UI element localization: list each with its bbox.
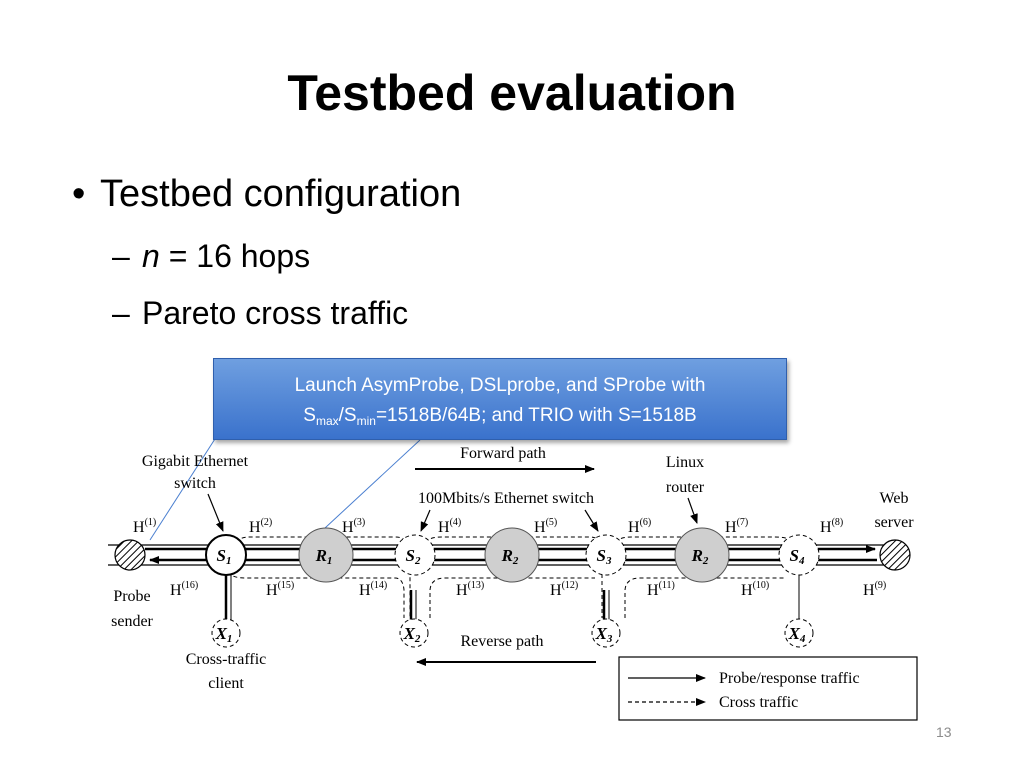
hop-label-4: H(4) bbox=[438, 517, 461, 536]
x2-label: X2 bbox=[403, 624, 421, 645]
r1-label: R1 bbox=[315, 546, 333, 567]
s2-node bbox=[394, 534, 436, 576]
linux-router-label-line2: router bbox=[666, 479, 705, 496]
node-labels: S1 R1 S2 R2 S3 R2 S4 X1 X2 X3 X4 bbox=[215, 546, 806, 645]
bullet-dot: • bbox=[72, 173, 86, 215]
dash: – bbox=[112, 238, 130, 274]
probe-sender-label-line2: sender bbox=[111, 613, 153, 630]
x3-label: X3 bbox=[595, 624, 613, 645]
web-server-label-line1: Web bbox=[880, 490, 909, 507]
x3-node bbox=[591, 618, 621, 648]
cross-client-label-line2: client bbox=[208, 675, 244, 692]
probe-sender-label-line1: Probe bbox=[113, 588, 150, 605]
switch-pointer-arrow-left bbox=[420, 509, 431, 532]
x1-label: X1 bbox=[215, 624, 233, 645]
gigabit-label-line2: switch bbox=[174, 475, 216, 492]
r2b-node bbox=[674, 527, 730, 583]
cross-client-label-line1: Cross-traffic bbox=[186, 651, 267, 668]
hop-label-10: H(10) bbox=[741, 580, 769, 599]
bullet-testbed-configuration: • Testbed configuration bbox=[72, 173, 461, 216]
hop-label-11: H(11) bbox=[647, 580, 675, 599]
s2-label: S2 bbox=[406, 546, 421, 567]
x4-label: X4 bbox=[788, 624, 806, 645]
hop-labels-top: H(1) H(2) H(3) H(4) H(5) H(6) H(7) H(8) bbox=[133, 517, 843, 536]
hop-label-2: H(2) bbox=[249, 517, 272, 536]
callout-line2: Smax/Smin=1518B/64B; and TRIO with S=151… bbox=[303, 405, 697, 428]
variable-n: n bbox=[142, 238, 160, 274]
callout-line1: Launch AsymProbe, DSLprobe, and SProbe w… bbox=[294, 375, 706, 396]
gigabit-label-line1: Gigabit Ethernet bbox=[142, 453, 249, 470]
page-number: 13 bbox=[936, 724, 952, 740]
pareto-text: Pareto cross traffic bbox=[142, 295, 409, 331]
probe-sender-node bbox=[114, 539, 146, 571]
s4-label: S4 bbox=[790, 546, 805, 567]
dash: – bbox=[112, 295, 130, 331]
linux-router-label-line1: Linux bbox=[666, 454, 704, 471]
hop-label-3: H(3) bbox=[342, 517, 365, 536]
router-pointer-arrow bbox=[687, 497, 698, 524]
s3-node bbox=[585, 534, 627, 576]
hop-label-7: H(7) bbox=[725, 517, 748, 536]
diagram-labels: Gigabit Ethernet switch Forward path 100… bbox=[111, 445, 914, 692]
legend-probe-label: Probe/response traffic bbox=[719, 670, 860, 687]
gigabit-pointer-arrow bbox=[207, 493, 224, 532]
launch-callout: Launch AsymProbe, DSLprobe, and SProbe w… bbox=[213, 358, 787, 440]
hop-label-8: H(8) bbox=[820, 517, 843, 536]
ethernet-switch-label: 100Mbits/s Ethernet switch bbox=[418, 490, 594, 507]
legend-box bbox=[618, 656, 918, 721]
bullet-list: • Testbed configuration –n = 16 hops –Par… bbox=[0, 0, 1024, 360]
sub-bullet-hops: –n = 16 hops bbox=[112, 238, 310, 275]
sub-bullet-pareto: –Pareto cross traffic bbox=[112, 295, 408, 332]
callout-pointer-left bbox=[149, 427, 223, 541]
legend-cross-label: Cross traffic bbox=[719, 694, 798, 711]
r2a-label: R2 bbox=[501, 546, 519, 567]
hop-label-13: H(13) bbox=[456, 580, 484, 599]
r1-node bbox=[298, 527, 354, 583]
hop-label-6: H(6) bbox=[628, 517, 651, 536]
r2b-label: R2 bbox=[691, 546, 709, 567]
s1-node bbox=[205, 534, 247, 576]
x4-node bbox=[784, 618, 814, 648]
callout-pointer-right bbox=[324, 439, 421, 529]
slide-title: Testbed evaluation bbox=[287, 65, 737, 121]
hop-label-12: H(12) bbox=[550, 580, 578, 599]
hop-labels-bottom: H(16) H(15) H(14) H(13) H(12) H(11) H(10… bbox=[170, 580, 886, 599]
web-server-label-line2: server bbox=[874, 514, 914, 531]
hop-label-5: H(5) bbox=[534, 517, 557, 536]
hop-label-16: H(16) bbox=[170, 580, 198, 599]
hop-label-1: H(1) bbox=[133, 517, 156, 536]
bullet-text: Testbed configuration bbox=[100, 173, 462, 215]
forward-path-label: Forward path bbox=[460, 445, 546, 462]
hop-label-15: H(15) bbox=[266, 580, 294, 599]
x2-node bbox=[399, 618, 429, 648]
hop-label-14: H(14) bbox=[359, 580, 387, 599]
switch-pointer-arrow-right bbox=[584, 509, 599, 532]
hop-label-9: H(9) bbox=[863, 580, 886, 599]
x1-node bbox=[211, 618, 241, 648]
s1-label: S1 bbox=[217, 546, 232, 567]
s4-node bbox=[778, 534, 820, 576]
s3-label: S3 bbox=[597, 546, 612, 567]
r2a-node bbox=[484, 527, 540, 583]
reverse-path-label: Reverse path bbox=[460, 633, 543, 650]
hops-text: = 16 hops bbox=[159, 238, 311, 274]
web-server-node bbox=[879, 539, 911, 571]
